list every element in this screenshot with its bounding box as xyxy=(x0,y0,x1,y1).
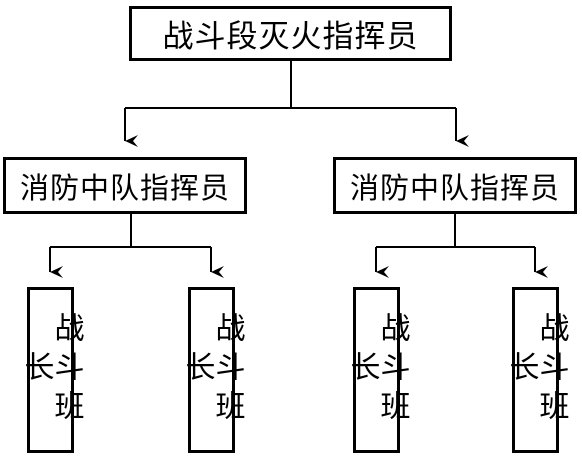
leaf-node-3: 战斗班长 xyxy=(345,287,410,453)
leaf-node-2: 战斗班长 xyxy=(180,287,245,453)
middle-node-left: 消防中队指挥员 xyxy=(3,157,247,214)
root-node-label: 战斗段灭火指挥员 xyxy=(162,19,419,55)
middle-node-right-label: 消防中队指挥员 xyxy=(349,170,560,205)
leaf-node-3-label: 战斗班长 xyxy=(344,311,410,429)
leaf-node-1: 战斗班长 xyxy=(19,287,84,453)
leaf-node-4: 战斗班长 xyxy=(504,287,569,453)
middle-node-right: 消防中队指挥员 xyxy=(333,157,577,214)
leaf-node-2-label: 战斗班长 xyxy=(179,311,245,429)
leaf-node-4-label: 战斗班长 xyxy=(503,311,569,429)
root-node: 战斗段灭火指挥员 xyxy=(129,6,452,61)
leaf-node-1-label: 战斗班长 xyxy=(18,311,84,429)
middle-node-left-label: 消防中队指挥员 xyxy=(19,170,230,205)
